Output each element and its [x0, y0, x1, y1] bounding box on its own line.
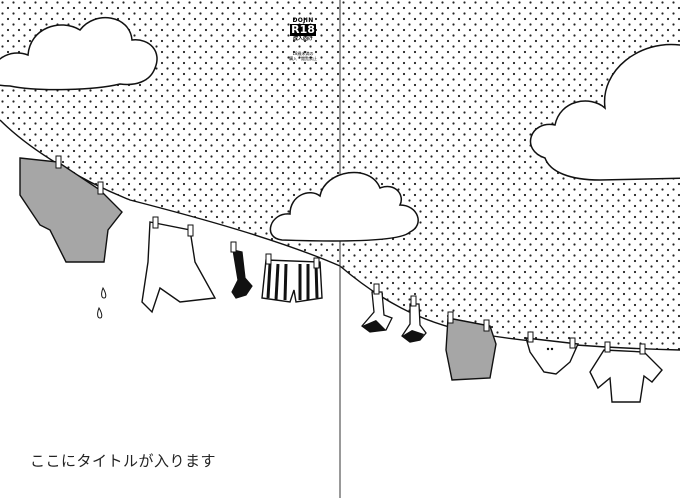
black-sock-icon — [230, 241, 253, 299]
badge-note-line: 18歳未満の — [292, 51, 314, 56]
white-shirt-icon — [141, 216, 217, 314]
clothespin-icon — [410, 295, 417, 307]
badge-note-line: 購入・閲覧禁止 — [289, 56, 317, 61]
clothespin-icon — [373, 283, 380, 295]
badge-rating: R18 — [290, 23, 316, 36]
water-drop-icon — [101, 286, 107, 299]
water-drop-icon — [97, 306, 103, 319]
title-placeholder: ここにタイトルが入ります — [30, 452, 217, 470]
clothespin-icon — [447, 311, 454, 324]
clothespin-icon — [55, 155, 62, 169]
badge-age-notice: 18歳未満の 購入・閲覧禁止 — [283, 51, 323, 61]
cloud-icon — [529, 43, 680, 181]
r18-rating-badge: DOJIN R18 成人向け — [287, 17, 319, 57]
badge-adult-label: 成人向け — [292, 36, 313, 42]
white-t-shirt-icon — [589, 341, 663, 403]
clothespin-icon — [483, 319, 490, 332]
clothespin-icon — [639, 343, 646, 355]
badge-dojin-label: DOJIN — [292, 17, 314, 24]
gray-t-shirt-icon — [19, 155, 123, 263]
gray-tank-top-icon — [445, 311, 497, 381]
clothespin-icon — [152, 216, 159, 229]
clothespin-icon — [230, 241, 237, 253]
striped-boxer-shorts-icon — [261, 253, 323, 303]
white-underwear-icon — [525, 331, 580, 375]
white-sock-icon — [401, 295, 427, 343]
clothespin-icon — [97, 181, 104, 195]
clothespin-icon — [569, 337, 576, 349]
cloud-icon — [269, 171, 419, 242]
clothespin-icon — [265, 253, 272, 265]
clothespin-icon — [604, 341, 611, 353]
clothespin-icon — [527, 331, 534, 343]
clothespin-icon — [187, 224, 194, 237]
clothespin-icon — [313, 257, 320, 269]
white-sock-icon — [361, 283, 393, 333]
cloud-icon — [0, 16, 158, 91]
